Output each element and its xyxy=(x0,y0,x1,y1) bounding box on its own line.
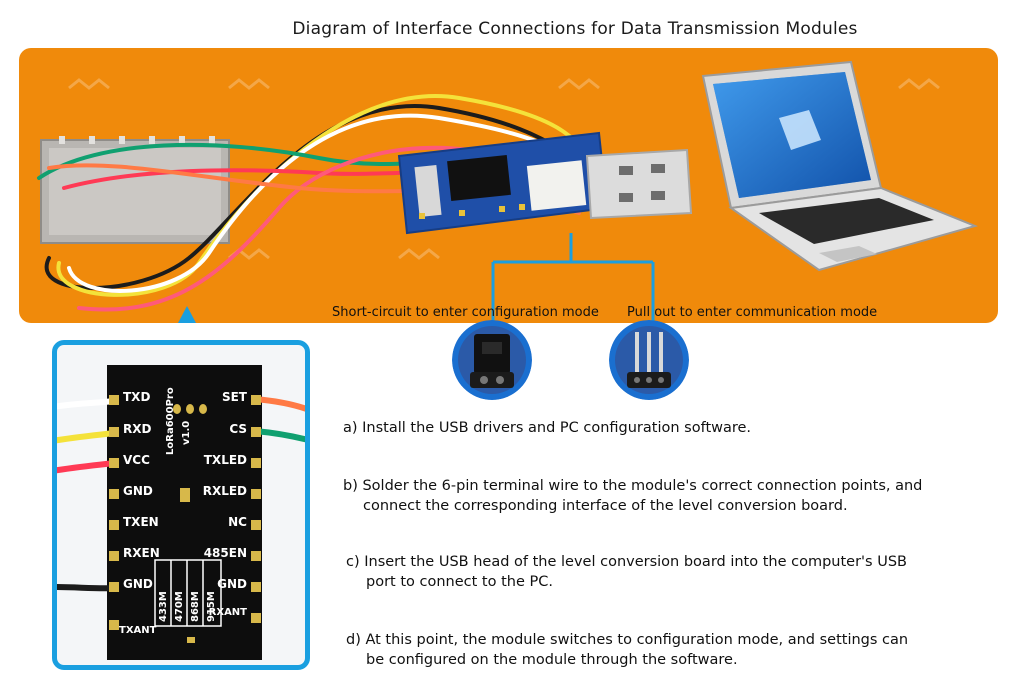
pin-label-cs: CS xyxy=(229,422,247,436)
step-d-line1: d) At this point, the module switches to… xyxy=(346,632,909,648)
callout-pointer xyxy=(178,306,196,323)
step-a-text: a) Install the USB drivers and PC config… xyxy=(343,420,752,436)
pin-label-gnd-2: GND xyxy=(123,577,153,591)
pin-label-gnd-right: GND xyxy=(217,577,247,591)
module-pcb xyxy=(57,365,305,660)
module-pinout-callout: TXD RXD VCC GND TXEN RXEN GND TXANT SET … xyxy=(52,340,310,670)
pin-label-gnd: GND xyxy=(123,484,153,498)
step-c: c) Insert the USB head of the level conv… xyxy=(346,552,907,592)
pull-out-caption: Pull out to enter communication mode xyxy=(627,305,878,320)
step-b: b) Solder the 6-pin terminal wire to the… xyxy=(343,476,922,516)
jumper-shorted-closeup xyxy=(452,320,532,400)
pin-label-txant: TXANT xyxy=(119,625,157,636)
step-c-line1: c) Insert the USB head of the level conv… xyxy=(346,554,907,570)
hardware-illustration xyxy=(37,60,979,323)
pin-label-rxd: RXD xyxy=(123,422,152,436)
step-d: d) At this point, the module switches to… xyxy=(346,630,908,670)
pin-label-vcc: VCC xyxy=(123,453,150,467)
freq-label-433: 433M xyxy=(158,591,169,622)
rf-module-shield xyxy=(40,136,230,244)
pin-label-rxled: RXLED xyxy=(202,484,247,498)
hardware-banner xyxy=(19,48,998,323)
module-model-text: LoRa600Pro xyxy=(165,387,176,455)
pin-label-set: SET xyxy=(221,390,247,404)
step-b-line1: b) Solder the 6-pin terminal wire to the… xyxy=(343,478,923,494)
page-title: Diagram of Interface Connections for Dat… xyxy=(292,19,858,39)
freq-label-915: 915M xyxy=(206,591,217,622)
usb-plug xyxy=(585,148,693,220)
laptop-illustration xyxy=(701,60,979,272)
short-circuit-caption: Short-circuit to enter configuration mod… xyxy=(332,305,599,320)
pin-label-485en: 485EN xyxy=(203,546,247,560)
freq-label-470: 470M xyxy=(174,591,185,622)
usb-converter-board xyxy=(397,131,609,235)
freq-label-868: 868M xyxy=(190,591,201,622)
jumper-open-closeup xyxy=(609,320,689,400)
step-a: a) Install the USB drivers and PC config… xyxy=(343,418,751,438)
pin-label-nc: NC xyxy=(228,515,247,529)
pin-label-txen: TXEN xyxy=(123,515,159,529)
jumper-connector-lines xyxy=(491,233,655,323)
pin-label-txd: TXD xyxy=(123,390,151,404)
step-c-line2: port to connect to the PC. xyxy=(366,574,553,590)
pin-label-txled: TXLED xyxy=(203,453,247,467)
module-version-text: v1.0 xyxy=(181,420,192,445)
pin-label-rxen: RXEN xyxy=(123,546,160,560)
step-b-line2: connect the corresponding interface of t… xyxy=(363,498,848,514)
pin-label-rxant: RXANT xyxy=(208,607,247,618)
step-d-line2: be configured on the module through the … xyxy=(366,652,738,668)
